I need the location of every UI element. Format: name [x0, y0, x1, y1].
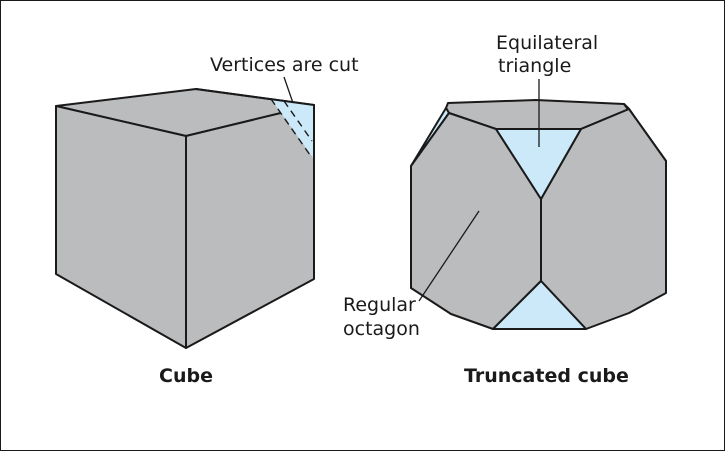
cube-cut-line-2 [283, 100, 313, 142]
truncated-right-octagon [540, 108, 667, 330]
cube-annotation-leader [283, 76, 294, 104]
cube-figure [55, 76, 315, 349]
octagon-label-leader [418, 210, 480, 302]
triangle-label-line1: Equilateral [496, 32, 598, 54]
truncated-bottom-triangle [492, 280, 587, 330]
octagon-label-line1: Regular [343, 294, 416, 316]
octagon-label-line2: octagon [343, 318, 420, 340]
cube-right-face [185, 104, 315, 349]
truncated-cube-figure [410, 79, 667, 330]
triangle-label-line2: triangle [498, 55, 571, 77]
cube-corner-edges [195, 88, 315, 279]
cube-caption: Cube [159, 365, 213, 387]
cube-left-face [55, 105, 187, 349]
truncated-cube-caption: Truncated cube [464, 365, 629, 387]
cube-annotation-label: Vertices are cut [210, 54, 359, 76]
